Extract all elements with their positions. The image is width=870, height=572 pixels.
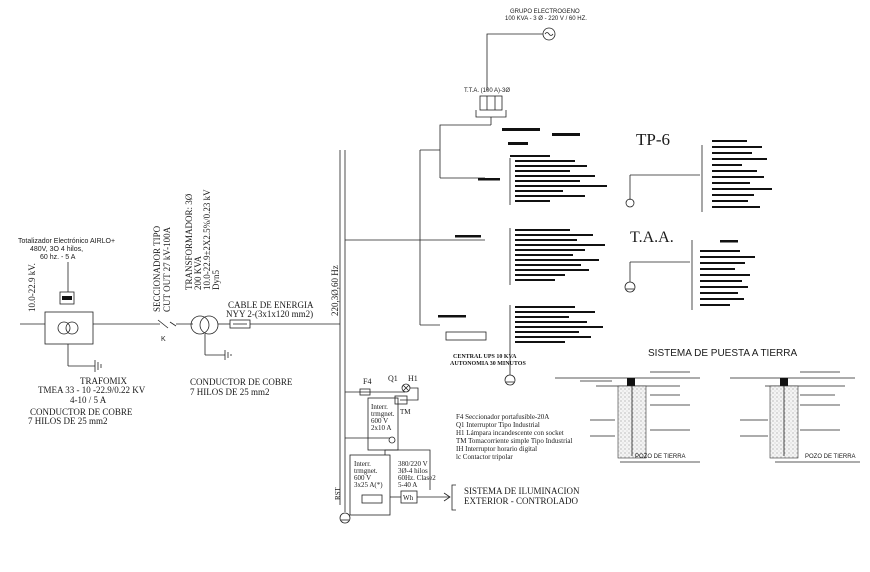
disconnector: SECCIONADOR TIPO CUT OUT 27 kV-100A K [152,225,193,343]
exterior-lighting: SISTEMA DE ILUMINACION EXTERIOR - CONTRO… [451,484,580,511]
grounding-system: SISTEMA DE PUESTA A TIERRA POZO DE TIERR… [555,348,860,463]
legend-item: IH Interruptor horario digital [456,445,537,453]
energy-cable: CABLE DE ENERGIA NYY 2-(3x1x120 mm2) [218,300,340,329]
tta-label: T.T.A. (100 A)-3Ø [464,88,510,94]
ground-pit-1: POZO DE TIERRA [555,371,700,463]
transformer-line-4: Dyn5 [211,270,221,290]
meter-line-1: Totalizador Electrónico AIRLO+ [18,238,115,245]
lighting-control-circuit: F4 Q1 H1 TM Interr. trmgnet. 600 V 2x10 … [334,374,451,524]
taa-label: T.A.A. [630,229,674,246]
ups-box [445,331,487,341]
meter-box [59,291,75,305]
k-label: K [161,336,166,343]
legend-item: TM Tomacorriente simple Tipo Industrial [456,437,572,445]
tta-transfer-switch: T.T.A. (100 A)-3Ø [420,88,510,151]
contactor-line-3: 60Hz. Clase2 [398,474,436,482]
ups-line-2: AUTONOMIA 30 MINUTOS [450,361,526,367]
arrow-right-icon [443,492,451,502]
conductor-mid-2: 7 HILOS DE 25 mm2 [190,387,270,397]
distribution-board-2 [440,228,605,285]
rst-label: RST [334,486,342,500]
legend-item: lc Contactor tripolar [456,453,513,461]
h1-label: H1 [408,374,418,383]
transformer-line-2: 200 KVA [193,255,203,290]
wh-label: Wh [403,494,414,502]
contactor-line-1: 380/220 V [398,460,428,468]
transformer-winding-2 [199,315,219,335]
conductor-mid-1: CONDUCTOR DE COBRE [190,377,293,387]
pit-2-label: POZO DE TIERRA [805,454,856,460]
main-bus: 220,3Ø,60 Hz [330,150,441,505]
cable-line-1: CABLE DE ENERGIA [228,300,314,310]
breaker1-line-3: 600 V [371,417,388,425]
legend-item: H1 Lámpara incandescente con socket [456,429,564,437]
breaker2-line-4: 3x25 A(*) [354,481,383,489]
cable-line-2: NYY 2-(3x1x120 mm2) [226,309,313,319]
lighting-line-2: EXTERIOR - CONTROLADO [464,496,578,506]
meter-line-2: 480V, 3O 4 hilos, [30,246,83,253]
contactor-line-2: 3Ø-4 hilos [398,467,428,475]
breaker2-line-1: Interr. [354,460,371,468]
distribution-board-1 [440,128,607,205]
breaker1-line-1: Interr. [371,403,388,411]
conductor-left-1: CONDUCTOR DE COBRE [30,407,133,417]
metering-section: Totalizador Electrónico AIRLO+ 480V, 3O … [18,238,160,426]
breaker1-line-2: trmgnet. [371,410,395,418]
socket-icon [394,395,408,405]
power-transformer: TRANSFORMADOR: 3Ø 200 KVA 10.0-22.9±2X2.… [184,189,293,397]
legend-item: Q1 Interruptor Tipo Industrial [456,421,540,429]
transformer-winding-1 [190,315,210,335]
ground-icon [339,512,351,524]
panel-tp6: TP-6 [625,130,772,212]
generator: GRUPO ELECTROGENO 100 KVA - 3 Ø - 220 V … [486,9,587,91]
generator-rating: 100 KVA - 3 Ø - 220 V / 60 HZ. [505,16,587,22]
f4-label: F4 [363,377,371,386]
pit-1-label: POZO DE TIERRA [635,454,686,460]
disconnector-line-1: SECCIONADOR TIPO [152,225,162,312]
breaker2-line-3: 600 V [354,474,371,482]
trafomix-name: TRAFOMIX [80,376,128,386]
transformer-line-1: TRANSFORMADOR: 3Ø [184,193,194,290]
generator-title: GRUPO ELECTROGENO [510,9,580,15]
distribution-board-3: CENTRAL UPS 10 KVA AUTONOMIA 30 MINUTOS [438,305,603,386]
supply-voltage: 10.0-22.9 kV. [27,263,37,312]
lighting-line-1: SISTEMA DE ILUMINACION [464,486,580,496]
grounding-title: SISTEMA DE PUESTA A TIERRA [648,348,797,359]
tp6-label: TP-6 [636,130,670,149]
meter-line-3: 60 hz. - 5 A [40,254,76,261]
symbol-legend: F4 Seccionador portafusible-20A Q1 Inter… [456,413,572,461]
panel-taa: T.A.A. [624,229,755,310]
breaker1-line-4: 2x10 A [371,424,391,432]
disconnector-line-2: CUT OUT 27 kV-100A [162,226,172,312]
bus-voltage: 220,3Ø,60 Hz [330,265,340,316]
ground-icon [504,374,516,386]
ground-icon [625,198,635,208]
breaker2-line-2: trmgnet. [354,467,378,475]
ups-line-1: CENTRAL UPS 10 KVA [453,354,517,360]
trafomix-box [44,311,94,345]
generator-feeder [486,33,543,91]
ground-pit-2: POZO DE TIERRA [730,371,860,463]
trafomix-spec: TMEA 33 - 10 -22.9/0.22 KV [38,385,146,395]
trafomix-ratio: 4-10 / 5 A [70,395,107,405]
legend-item: F4 Seccionador portafusible-20A [456,413,549,421]
conductor-left-2: 7 HILOS DE 25 mm2 [28,416,108,426]
tm-label: TM [400,408,411,416]
ground-icon [624,281,636,293]
q1-label: Q1 [388,374,398,383]
transformer-line-3: 10.0-22.9±2X2.5%/0.23 kV [202,189,212,290]
contactor-line-4: 5-40 A [398,481,417,489]
